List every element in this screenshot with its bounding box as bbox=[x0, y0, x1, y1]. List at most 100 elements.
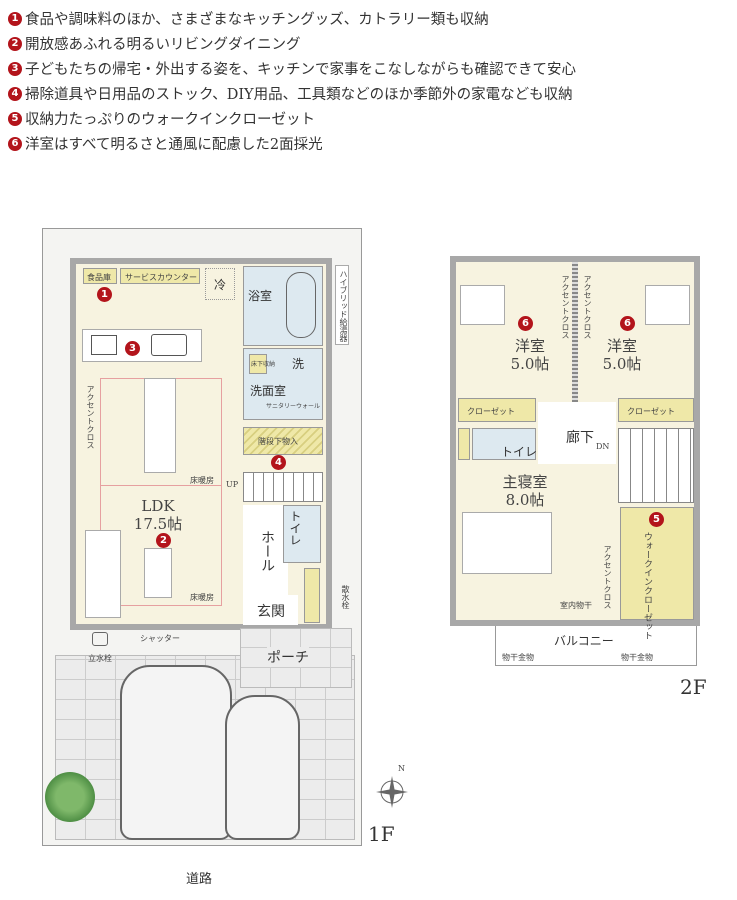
staircase-2f bbox=[618, 428, 694, 503]
walk-in-closet-label: ウォークインクローゼット bbox=[642, 532, 652, 640]
bed-left bbox=[460, 285, 505, 325]
ldk-size: 17.5帖 bbox=[133, 515, 183, 533]
under-stairs-label: 階段下物入 bbox=[258, 437, 298, 446]
faucet-icon bbox=[92, 632, 108, 646]
washroom-label: 洗面室 bbox=[250, 384, 287, 398]
accent-cloth-label: アクセントクロス bbox=[603, 545, 612, 609]
bathroom: 浴室 bbox=[243, 266, 323, 346]
washroom: 床下収納 洗 洗面室 サニタリーウォール bbox=[243, 348, 323, 420]
dining-table bbox=[144, 378, 176, 473]
car-small bbox=[225, 695, 300, 840]
water-heater: ハイブリッド給湯器 bbox=[335, 265, 349, 345]
pantry: 食品庫 bbox=[83, 268, 117, 284]
room-size: 5.0帖 bbox=[510, 355, 550, 373]
feature-number: 1 bbox=[8, 11, 22, 26]
fridge: 冷 bbox=[205, 268, 235, 300]
water-heater-label: ハイブリッド給湯器 bbox=[339, 270, 348, 342]
western-room-left bbox=[456, 262, 572, 397]
feature-number: 5 bbox=[8, 111, 22, 126]
double-bed bbox=[462, 512, 552, 574]
feature-number: 4 bbox=[8, 86, 22, 101]
porch-label: ポーチ bbox=[267, 647, 309, 667]
room-size: 5.0帖 bbox=[602, 355, 642, 373]
room-size: 8.0帖 bbox=[505, 491, 545, 509]
indoor-drying-label: 室内物干 bbox=[560, 601, 592, 610]
accent-cloth-label: アクセントクロス bbox=[86, 385, 95, 449]
feature-text: 掃除道具や日用品のストック、DIY用品、工具類などのほか季節外の家電なども収納 bbox=[25, 87, 573, 103]
toilet-label: トイレ bbox=[501, 445, 538, 459]
bath-label: 浴室 bbox=[248, 289, 273, 303]
service-counter-label: サービスカウンター bbox=[125, 273, 197, 282]
pantry-label: 食品庫 bbox=[87, 273, 111, 282]
bathtub-icon bbox=[286, 272, 316, 338]
accent-cloth-label: アクセントクロス bbox=[583, 275, 592, 339]
coffee-table bbox=[144, 548, 172, 598]
closet-right: クローゼット bbox=[618, 398, 694, 422]
feature-text: 開放感あふれる明るいリビングダイニング bbox=[25, 37, 301, 53]
up-label: UP bbox=[226, 480, 239, 489]
divider bbox=[100, 485, 222, 486]
sprinkler-label: 散水栓 bbox=[341, 585, 350, 609]
feature-number: 3 bbox=[8, 61, 22, 76]
entrance: 玄関 bbox=[243, 595, 298, 625]
drying-hardware-label: 物干金物 bbox=[502, 653, 534, 662]
kitchen-counter bbox=[82, 329, 202, 362]
shutter-label: シャッター bbox=[140, 634, 180, 643]
stove-icon bbox=[91, 335, 117, 355]
sink-icon bbox=[151, 334, 187, 356]
toilet-label: トイレ bbox=[288, 510, 302, 546]
badge-3: 3 bbox=[125, 341, 140, 356]
fridge-label: 冷 bbox=[214, 278, 227, 292]
feature-text: 収納力たっぷりのウォークインクローゼット bbox=[25, 112, 315, 128]
partition-closet bbox=[572, 262, 578, 402]
floor-heating-label: 床暖房 bbox=[190, 593, 214, 602]
sofa bbox=[85, 530, 121, 618]
floor-heating-label: 床暖房 bbox=[190, 476, 214, 485]
closet-label: クローゼット bbox=[467, 407, 515, 416]
room-name: 主寝室 bbox=[502, 473, 548, 491]
washer-label: 洗 bbox=[292, 357, 305, 371]
sanitary-wall-label: サニタリーウォール bbox=[266, 403, 321, 410]
hall-label: ホール bbox=[259, 530, 275, 572]
badge-4: 4 bbox=[271, 455, 286, 470]
accent-cloth-label: アクセントクロス bbox=[561, 275, 570, 339]
faucet-label: 立水栓 bbox=[88, 654, 112, 663]
badge-6: 6 bbox=[620, 316, 635, 331]
hall: ホール bbox=[243, 505, 288, 595]
compass-north-label: N bbox=[398, 764, 405, 773]
badge-1: 1 bbox=[97, 287, 112, 302]
entrance-label: 玄関 bbox=[257, 604, 285, 620]
compass-icon: N bbox=[372, 764, 412, 810]
service-counter: サービスカウンター bbox=[120, 268, 200, 284]
badge-5: 5 bbox=[649, 512, 664, 527]
down-label: DN bbox=[596, 442, 610, 451]
balcony-label: バルコニー bbox=[554, 634, 614, 648]
floor-2f-label: 2F bbox=[680, 675, 707, 699]
feature-number: 6 bbox=[8, 136, 22, 151]
hallway-label: 廊下 bbox=[566, 430, 594, 446]
feature-text: 洋室はすべて明るさと通風に配慮した2面採光 bbox=[25, 137, 323, 153]
room-name: 洋室 bbox=[514, 337, 545, 355]
road-label: 道路 bbox=[186, 872, 213, 887]
under-stairs-storage: 階段下物入 bbox=[243, 427, 323, 455]
drying-hardware-label: 物干金物 bbox=[621, 653, 653, 662]
feature-text: 子どもたちの帰宅・外出する姿を、キッチンで家事をこなしながらも確認できて安心 bbox=[25, 62, 576, 78]
badge-6: 6 bbox=[518, 316, 533, 331]
closet-label: クローゼット bbox=[627, 407, 675, 416]
feature-number: 2 bbox=[8, 36, 22, 51]
ldk-name: LDK bbox=[141, 497, 175, 515]
floor-1f-label: 1F bbox=[368, 822, 395, 846]
balcony: バルコニー 物干金物 物干金物 bbox=[495, 626, 697, 666]
storage-2f bbox=[458, 428, 470, 460]
